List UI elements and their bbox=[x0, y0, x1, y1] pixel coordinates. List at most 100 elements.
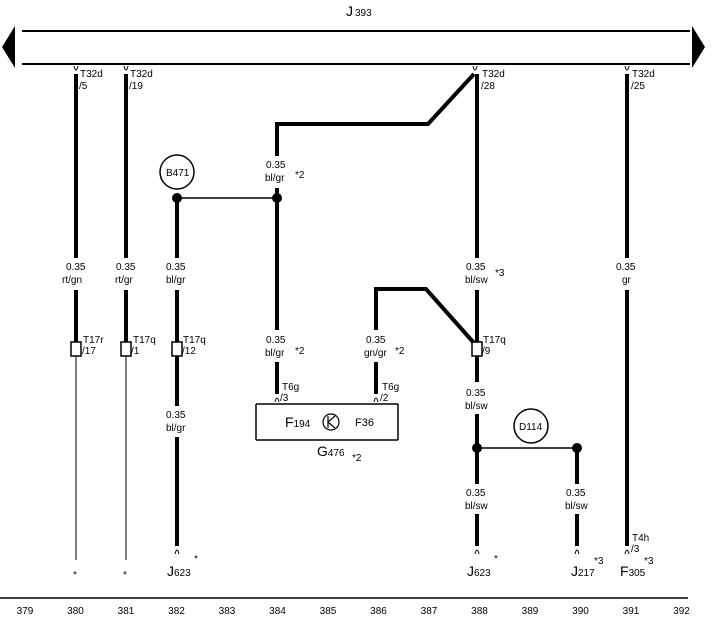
sensor-symbol-icon bbox=[322, 413, 340, 431]
ruler-label: 382 bbox=[168, 606, 185, 617]
svg-text:0.35: 0.35 bbox=[166, 262, 186, 273]
svg-text:0.35: 0.35 bbox=[466, 488, 486, 499]
splice-d114: D114 bbox=[472, 408, 582, 453]
connector-icon bbox=[471, 341, 483, 357]
svg-text:F305: F305 bbox=[620, 563, 646, 579]
svg-text:J623: J623 bbox=[467, 563, 491, 579]
svg-text:/9: /9 bbox=[482, 346, 491, 357]
wire-382: 0.35 bl/gr T17q /12 0.35 bl/gr J623 * bbox=[166, 198, 206, 579]
svg-text:*: * bbox=[73, 570, 77, 581]
svg-text:T17q: T17q bbox=[483, 335, 506, 346]
svg-text:T17q: T17q bbox=[133, 335, 156, 346]
svg-text:J217: J217 bbox=[571, 563, 595, 579]
svg-text:0.35: 0.35 bbox=[266, 160, 286, 171]
component-g476: F194 F36 G476 *2 bbox=[255, 403, 399, 464]
svg-text:T32d: T32d bbox=[80, 69, 103, 80]
bus-left-arrow bbox=[2, 26, 15, 68]
wire-386: 0.35 gn/gr *2 T6g /2 bbox=[364, 287, 476, 404]
connector-icon bbox=[171, 341, 183, 357]
svg-text:bl/sw: bl/sw bbox=[565, 501, 589, 512]
wire-388: T32d /28 0.35 bl/sw *3 T17q /9 0.35 bl/s… bbox=[465, 65, 506, 579]
svg-text:G476: G476 bbox=[317, 443, 345, 459]
svg-text:/25: /25 bbox=[631, 81, 645, 92]
svg-text:*: * bbox=[194, 554, 198, 565]
svg-text:F36: F36 bbox=[355, 417, 374, 429]
svg-text:0.35: 0.35 bbox=[116, 262, 136, 273]
svg-text:T32d: T32d bbox=[130, 69, 153, 80]
svg-text:/19: /19 bbox=[129, 81, 143, 92]
svg-text:rt/gn: rt/gn bbox=[62, 275, 82, 286]
svg-text:/5: /5 bbox=[79, 81, 88, 92]
svg-text:0.35: 0.35 bbox=[466, 262, 486, 273]
connector-icon bbox=[120, 341, 132, 357]
svg-text:/28: /28 bbox=[481, 81, 495, 92]
ruler-label: 387 bbox=[421, 606, 438, 617]
svg-text:bl/sw: bl/sw bbox=[465, 501, 489, 512]
svg-text:*2: *2 bbox=[395, 346, 405, 357]
svg-text:0.35: 0.35 bbox=[366, 335, 386, 346]
svg-text:0.35: 0.35 bbox=[566, 488, 586, 499]
ruler-label: 388 bbox=[471, 606, 488, 617]
svg-text:D114: D114 bbox=[519, 422, 543, 433]
svg-text:*3: *3 bbox=[495, 268, 505, 279]
svg-text:bl/sw: bl/sw bbox=[465, 401, 489, 412]
wire-391: T32d /25 0.35 gr T4h /3 F305 *3 bbox=[616, 65, 655, 579]
svg-text:T4h: T4h bbox=[632, 533, 649, 544]
ruler-label: 384 bbox=[269, 606, 286, 617]
bus-right-arrow bbox=[692, 26, 705, 68]
wire-384: 0.35 bl/gr *2 0.35 bl/gr *2 T6g /3 bbox=[265, 72, 476, 404]
svg-text:0.35: 0.35 bbox=[66, 262, 86, 273]
wire-380: T32d /5 0.35 rt/gn T17r /17 * bbox=[62, 65, 104, 581]
svg-text:0.35: 0.35 bbox=[266, 335, 286, 346]
svg-text:*3: *3 bbox=[594, 556, 604, 567]
svg-text:*2: *2 bbox=[295, 346, 305, 357]
ruler-label: 386 bbox=[370, 606, 387, 617]
svg-text:*: * bbox=[494, 554, 498, 565]
svg-text:gn/gr: gn/gr bbox=[364, 348, 387, 359]
svg-text:*3: *3 bbox=[644, 556, 654, 567]
svg-text:/12: /12 bbox=[182, 346, 196, 357]
wire-390: 0.35 bl/sw J217 *3 bbox=[565, 448, 604, 579]
svg-text:0.35: 0.35 bbox=[466, 388, 486, 399]
svg-text:/1: /1 bbox=[131, 346, 140, 357]
svg-text:bl/gr: bl/gr bbox=[166, 423, 186, 434]
svg-text:J623: J623 bbox=[167, 563, 191, 579]
svg-text:*2: *2 bbox=[295, 170, 305, 181]
svg-text:/2: /2 bbox=[380, 393, 389, 404]
svg-text:B471: B471 bbox=[166, 168, 190, 179]
svg-text:bl/sw: bl/sw bbox=[465, 275, 489, 286]
splice-b471: B471 bbox=[159, 154, 282, 203]
svg-text:T17r: T17r bbox=[83, 335, 104, 346]
ruler-label: 383 bbox=[219, 606, 236, 617]
svg-text:T6g: T6g bbox=[382, 382, 399, 393]
svg-text:bl/gr: bl/gr bbox=[265, 173, 285, 184]
svg-text:T32d: T32d bbox=[632, 69, 655, 80]
svg-text:T17q: T17q bbox=[183, 335, 206, 346]
svg-text:rt/gr: rt/gr bbox=[115, 275, 133, 286]
svg-text:*2: *2 bbox=[352, 453, 362, 464]
wire-381: T32d /19 0.35 rt/gr T17q /1 * bbox=[115, 65, 156, 581]
ruler-label: 390 bbox=[572, 606, 589, 617]
ruler-label: 392 bbox=[673, 606, 690, 617]
svg-text:F194: F194 bbox=[285, 414, 311, 430]
svg-text:T32d: T32d bbox=[482, 69, 505, 80]
ruler-label: 379 bbox=[17, 606, 34, 617]
svg-text:gr: gr bbox=[622, 275, 632, 286]
connector-icon bbox=[70, 341, 82, 357]
svg-text:0.35: 0.35 bbox=[616, 262, 636, 273]
svg-text:/3: /3 bbox=[631, 544, 640, 555]
svg-text:0.35: 0.35 bbox=[166, 410, 186, 421]
ruler-label: 381 bbox=[118, 606, 135, 617]
svg-text:/17: /17 bbox=[82, 346, 96, 357]
svg-text:T6g: T6g bbox=[282, 382, 299, 393]
svg-text:/3: /3 bbox=[280, 393, 289, 404]
ruler-label: 391 bbox=[623, 606, 640, 617]
ruler-label: 380 bbox=[67, 606, 84, 617]
svg-text:bl/gr: bl/gr bbox=[166, 275, 186, 286]
ruler-label: 389 bbox=[522, 606, 539, 617]
svg-text:*: * bbox=[123, 570, 127, 581]
